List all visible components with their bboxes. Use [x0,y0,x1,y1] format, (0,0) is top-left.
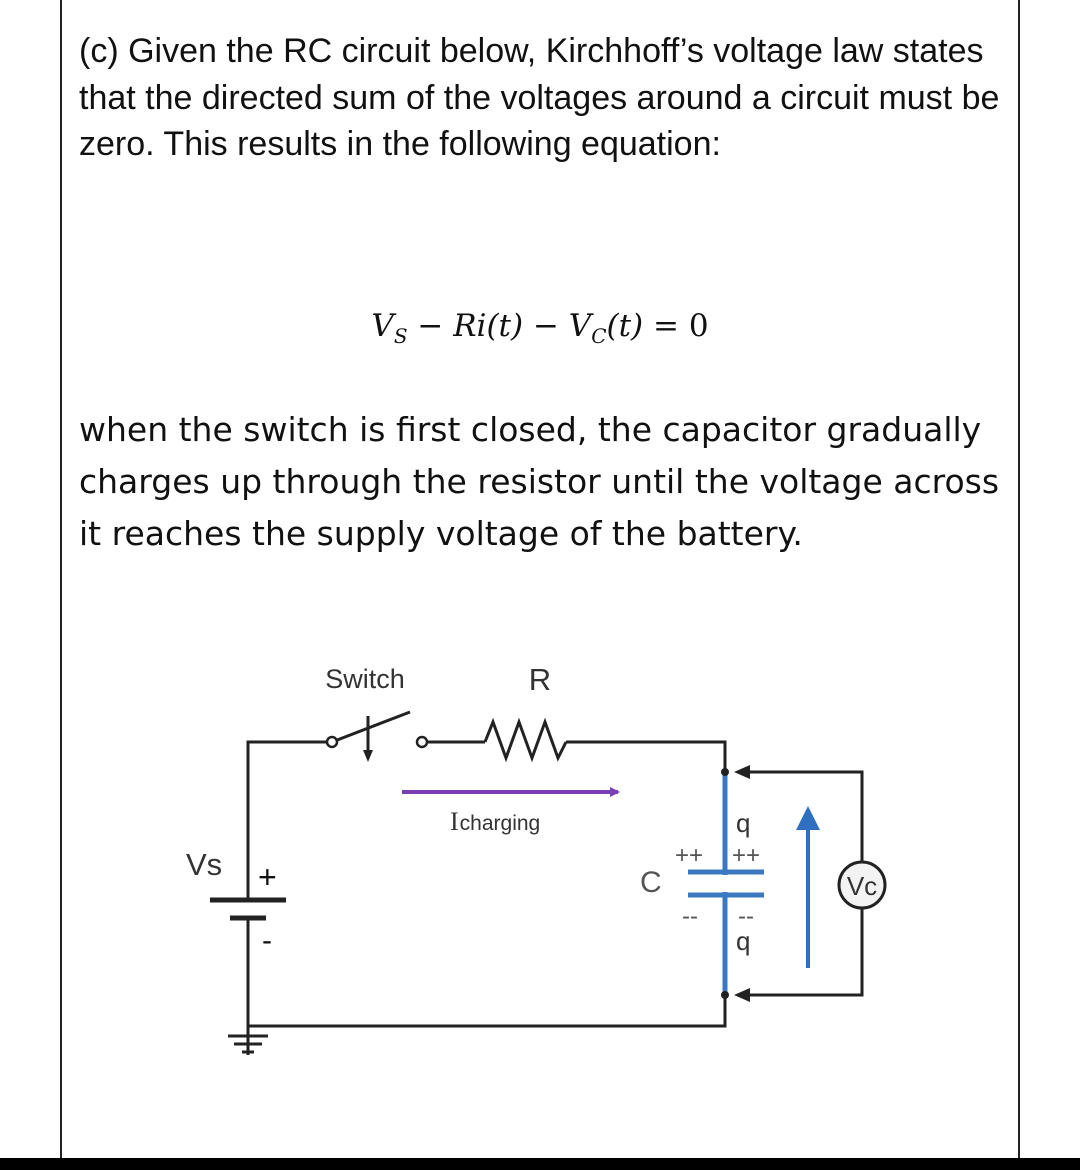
eq-vc-arg: (t) [606,308,644,344]
eq-vs: V [371,308,394,344]
source-label: Vs [186,847,222,882]
eq-equals: = 0 [643,308,709,344]
circuit-wires [246,710,727,1055]
switch-contact-right [415,735,429,749]
battery-symbol [210,893,286,942]
eq-minus-1: − [407,308,454,344]
lead-arrow-top [734,765,750,779]
explanation-paragraph: when the switch is first closed, the cap… [79,410,1000,553]
switch-contact-left [325,735,339,749]
eq-minus-2: − [523,308,569,344]
switch-actuator-tip [363,750,373,762]
voltmeter-label: Vc [847,871,877,901]
plus-marks-left: ++ [675,842,703,869]
capacitor-label: C [640,866,662,899]
lead-arrow-bottom [734,988,750,1002]
bottom-bar [0,1158,1080,1170]
eq-vc: V [568,308,592,344]
rc-circuit-diagram: Switch R Icharging Vs + - C q q ++ ++ --… [186,662,887,1055]
frame-right-border [1018,0,1020,1158]
voltmeter-leads [748,770,864,997]
battery-plus-sign: + [258,859,277,895]
minus-marks-right: -- [738,903,754,930]
voltmeter [837,860,887,910]
eq-ri: Ri(t) [453,308,524,344]
switch-label: Switch [325,664,405,694]
current-label-sub: charging [460,812,541,835]
plus-marks-right: ++ [732,842,760,869]
capacitor-symbol [688,768,764,999]
kvl-equation: VS − Ri(t) − VC(t) = 0 [0,308,1080,348]
frame-left-border [60,0,62,1158]
current-label-main: I [450,807,459,836]
eq-vc-sub: C [591,324,607,348]
voltage-arrow-head [796,806,820,830]
ground-symbol [228,1034,268,1054]
minus-marks-left: -- [682,903,698,930]
charge-bottom-label: q [736,926,750,956]
charge-top-label: q [736,808,750,838]
resistor-label: R [529,662,551,697]
question-text: (c) Given the RC circuit below, Kirchhof… [79,32,1000,163]
battery-minus-sign: - [262,924,272,957]
current-label: Icharging [450,807,540,836]
eq-vs-sub: S [393,324,408,348]
